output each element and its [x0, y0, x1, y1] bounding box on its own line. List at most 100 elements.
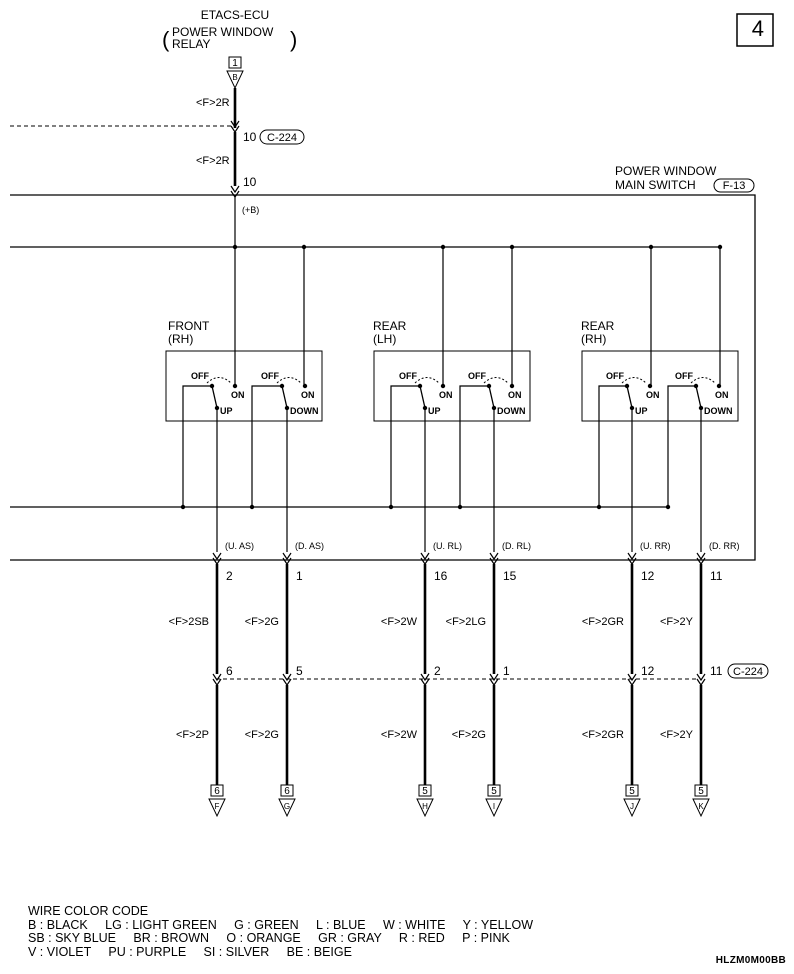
page-number: 4: [752, 16, 764, 41]
wire-color-bottom: <F>2G: [245, 729, 279, 741]
pin-label-top: 12: [641, 569, 655, 583]
page-ref-triangle: [623, 798, 641, 818]
harness-connector-chevron: [627, 673, 637, 682]
group-rear-rh-line1: REAR: [581, 319, 615, 333]
signal-label: (U. RR): [640, 541, 671, 551]
signal-label: (U. RL): [433, 541, 462, 551]
switch-up-label: UP: [635, 406, 648, 416]
pin-label-mid: 6: [226, 664, 233, 678]
switch-group-box-rear-lh: [373, 350, 531, 422]
wire-color-bottom: <F>2Y: [660, 729, 694, 741]
main-switch-line2: MAIN SWITCH: [615, 178, 696, 192]
switch-arc: [483, 377, 509, 384]
page-ref-number: 6: [284, 786, 290, 797]
switch-on-label: ON: [715, 390, 729, 400]
switch-on-label: ON: [301, 390, 315, 400]
page-ref-letter: H: [422, 802, 428, 811]
switch-off-label: OFF: [399, 371, 417, 381]
switch-on-label: ON: [646, 390, 660, 400]
page-ref-triangle: [416, 798, 434, 818]
page-ref-number: 5: [422, 786, 428, 797]
main-switch-connector-badge: [713, 178, 755, 193]
switch-connector-chevron: [282, 552, 292, 561]
plus-b-label: (+B): [242, 205, 259, 215]
connector-name-top: C-224: [267, 132, 297, 144]
signal-label: (D. RL): [502, 541, 531, 551]
switch-arc: [276, 377, 302, 384]
group-rear-lh-line2: (LH): [373, 332, 396, 346]
switch-blade: [419, 385, 426, 409]
switch-connector-chevron: [420, 552, 430, 561]
group-rear-lh-line1: REAR: [373, 319, 407, 333]
main-switch-line1: POWER WINDOW: [615, 164, 717, 178]
switch-blade: [281, 385, 288, 409]
switch-off-label: OFF: [606, 371, 624, 381]
switch-pin-plus-b: 10: [243, 175, 257, 189]
connector-name-bottom: C-224: [733, 666, 763, 678]
switch-up-label: UP: [428, 406, 441, 416]
connector-badge-top: [259, 129, 305, 145]
page-ref-triangle: [208, 798, 226, 818]
harness-connector-chevron: [489, 673, 499, 682]
switch-contact-on: [647, 383, 653, 389]
wire-label-top-1: <F>2R: [196, 97, 230, 109]
ecu-connector-triangle: [226, 70, 244, 90]
ecu-sub1: POWER WINDOW: [172, 25, 274, 39]
legend-title: WIRE COLOR CODE: [28, 904, 149, 918]
switch-on-label: ON: [508, 390, 522, 400]
switch-arc: [414, 377, 440, 384]
switch-off-label: OFF: [468, 371, 486, 381]
page-ref-triangle: [692, 798, 710, 818]
switch-up-label: UP: [220, 406, 233, 416]
switch-on-label: ON: [439, 390, 453, 400]
signal-label: (D. AS): [295, 541, 324, 551]
switch-off-label: OFF: [675, 371, 693, 381]
page-ref-letter: K: [698, 802, 704, 811]
page-ref-letter: G: [284, 802, 290, 811]
page-ref-box: [280, 784, 294, 797]
switch-off-label: OFF: [191, 371, 209, 381]
wire-color-legend: WIRE COLOR CODE B : BLACK LG : LIGHT GRE…: [28, 904, 533, 959]
switch-on-label: ON: [231, 390, 245, 400]
harness-connector-chevron: [420, 673, 430, 682]
page-ref-box: [487, 784, 501, 797]
wire-color-top: <F>2GR: [582, 616, 624, 628]
switch-down-label: DOWN: [290, 406, 319, 416]
wire-color-bottom: <F>2P: [176, 729, 209, 741]
wire-color-top: <F>2LG: [446, 616, 486, 628]
document-id: HLZM0M00BB: [715, 955, 786, 966]
group-front-rh-line2: (RH): [168, 332, 193, 346]
legend-line-2: SB : SKY BLUE BR : BROWN O : ORANGE GR :…: [28, 931, 510, 945]
page-ref-triangle: [485, 798, 503, 818]
main-switch-connector: F-13: [723, 180, 746, 192]
ecu-name: ETACS-ECU: [201, 8, 269, 22]
switch-connector-chevron: [696, 552, 706, 561]
page-ref-box: [418, 784, 432, 797]
connector-pin-top: 10: [243, 130, 257, 144]
pin-label-mid: 5: [296, 664, 303, 678]
harness-connector-chevron: [696, 673, 706, 682]
page-ref-number: 5: [698, 786, 704, 797]
switch-blade: [626, 385, 633, 409]
wire-color-top: <F>2W: [381, 616, 418, 628]
switch-down-label: DOWN: [704, 406, 733, 416]
pin-label-mid: 1: [503, 664, 510, 678]
harness-connector-chevron: [282, 673, 292, 682]
page-ref-box: [625, 784, 639, 797]
harness-connector-chevron: [212, 673, 222, 682]
main-switch-outline: [10, 194, 756, 561]
group-rear-rh-line2: (RH): [581, 332, 606, 346]
page-ref-number: 5: [629, 786, 635, 797]
page-ref-letter: I: [493, 802, 495, 811]
page-ref-letter: J: [630, 802, 634, 811]
ecu-paren-open: (: [162, 27, 170, 52]
switch-group-box-front-rh: [165, 350, 323, 422]
pin-label-top: 11: [710, 569, 723, 583]
ecu-paren-close: ): [290, 27, 297, 52]
switch-connector-chevron: [489, 552, 499, 561]
wire-color-bottom: <F>2GR: [582, 729, 624, 741]
legend-line-3: V : VIOLET PU : PURPLE SI : SILVER BE : …: [28, 944, 352, 959]
pin-label-mid: 12: [641, 664, 655, 678]
group-front-rh-line1: FRONT: [168, 319, 210, 333]
pin-label-top: 16: [434, 569, 448, 583]
